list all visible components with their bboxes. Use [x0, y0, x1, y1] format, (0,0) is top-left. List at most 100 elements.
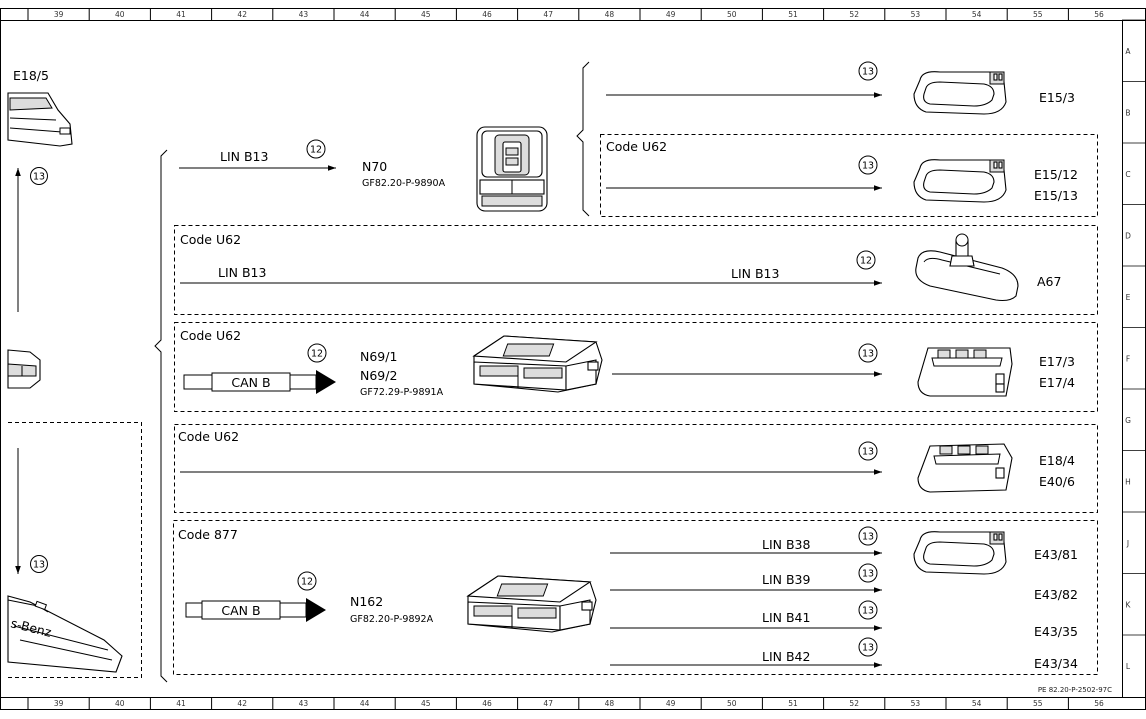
row-e15-3: 13 E15/3 — [606, 61, 1075, 115]
left-bottom-circle: 13 — [33, 560, 45, 571]
e15-3-label: E15/3 — [1039, 90, 1075, 105]
grid-col-label: 49 — [666, 10, 676, 19]
grid-col-label: 39 — [54, 699, 64, 708]
e17-4-label: E17/4 — [1039, 375, 1075, 390]
grid-col-label: 49 — [666, 699, 676, 708]
grid-col-label: 39 — [54, 10, 64, 19]
e43-82-label: E43/82 — [1034, 587, 1078, 602]
code-box-e15-12-code: Code U62 — [606, 139, 667, 154]
left-top-circle: 13 — [33, 172, 45, 183]
code-box-e15-12: Code U62 13 E15/12 E15/13 — [600, 134, 1098, 217]
box-n69: Code U62 CAN B 12 N69/1 N69/2 GF72.29-P-… — [174, 322, 1098, 412]
grid-col-label: 40 — [115, 699, 125, 708]
grid-row-label: H — [1125, 477, 1131, 486]
grid-row-label: L — [1126, 662, 1131, 671]
e15-12-circle: 13 — [862, 161, 874, 172]
grid-col-label: 48 — [605, 699, 615, 708]
footwell-lamp-icon — [913, 531, 1007, 575]
grid-col-label: 51 — [788, 699, 798, 708]
e15-3-circle: 13 — [862, 67, 874, 78]
n162-label: N162 — [350, 594, 383, 609]
e15-12-label: E15/12 — [1034, 167, 1078, 182]
e43-82-circle: 13 — [862, 569, 874, 580]
grid-col-label: 46 — [482, 10, 492, 19]
code-877: Code 877 — [178, 527, 238, 542]
grid-col-label: 45 — [421, 699, 431, 708]
upper-group-bracket — [576, 61, 590, 217]
e43-35-label: E43/35 — [1034, 624, 1078, 639]
door-lamp-icon — [917, 347, 1013, 397]
a67-label: A67 — [1037, 274, 1061, 289]
grid-col-label: 44 — [360, 699, 370, 708]
grid-col-label: 40 — [115, 10, 125, 19]
footer-reference: PE 82.20-P-2502-97C — [1038, 686, 1112, 694]
n70-circle: 12 — [310, 145, 322, 156]
grid-col-label: 46 — [482, 699, 492, 708]
e18-4-label: E18/4 — [1039, 453, 1075, 468]
grid-col-label: 52 — [849, 10, 859, 19]
e18-circle: 13 — [862, 447, 874, 458]
sill-plate-icon: s-Benz — [7, 595, 123, 673]
grid-col-label: 53 — [911, 699, 921, 708]
n69-1-label: N69/1 — [360, 349, 397, 364]
box-e18: Code U62 13 E18/4 E40/6 — [174, 424, 1098, 513]
grid-col-label: 47 — [543, 10, 553, 19]
grid-col-label: 42 — [237, 10, 247, 19]
can-b-connector-2: CAN B — [185, 598, 326, 622]
grid-col-label: 44 — [360, 10, 370, 19]
ambient-light-module-icon — [466, 575, 597, 633]
e43-34-circle: 13 — [862, 643, 874, 654]
e43-81-label: E43/81 — [1034, 547, 1078, 562]
grid-col-label: 51 — [788, 10, 798, 19]
e40-6-label: E40/6 — [1039, 474, 1075, 489]
grid-col-label: 54 — [972, 699, 982, 708]
e18-5-lamp-icon — [7, 92, 73, 147]
rearview-mirror-icon — [915, 233, 1019, 302]
n70-label: N70 — [362, 159, 387, 174]
left-module-icon — [7, 349, 41, 389]
e18-5-label: E18/5 — [13, 68, 49, 83]
e15-13-label: E15/13 — [1034, 188, 1078, 203]
grid-col-label: 42 — [237, 699, 247, 708]
grid-col-label: 43 — [299, 699, 309, 708]
grid-col-label: 55 — [1033, 10, 1043, 19]
overhead-control-panel-icon — [476, 126, 548, 212]
lin-b41-label: LIN B41 — [762, 610, 810, 625]
row-n70: LIN B13 12 N70 GF82.20-P-9890A — [179, 126, 548, 212]
can-b-connector-1: CAN B — [183, 370, 336, 394]
grid-row-label: K — [1126, 600, 1132, 609]
grid-row-label: F — [1126, 354, 1130, 363]
n69-can-label: CAN B — [231, 375, 270, 390]
grid-col-label: 48 — [605, 10, 615, 19]
e17-3-label: E17/3 — [1039, 354, 1075, 369]
n69-doc-ref: GF72.29-P-9891A — [360, 387, 444, 398]
e43-35-circle: 13 — [862, 606, 874, 617]
reading-lamp-icon-2 — [913, 159, 1007, 203]
lin-b42-label: LIN B42 — [762, 649, 810, 664]
a67-circle: 12 — [860, 256, 872, 267]
n162-circle-in: 12 — [301, 577, 313, 588]
grid-col-label: 56 — [1094, 699, 1104, 708]
grid-col-label: 50 — [727, 10, 737, 19]
grid-row-label: J — [1126, 539, 1129, 548]
door-control-module-icon — [472, 335, 603, 393]
box-a67: Code U62 LIN B13 LIN B13 12 A67 — [174, 225, 1098, 315]
left-partial-area: E18/5 13 13 s-Benz — [7, 68, 142, 678]
grid-row-label: D — [1125, 231, 1131, 240]
n162-can-label: CAN B — [221, 603, 260, 618]
lin-b39-label: LIN B39 — [762, 572, 811, 587]
a67-bus-right: LIN B13 — [731, 266, 779, 281]
e18-code: Code U62 — [178, 429, 239, 444]
grid-row-label: E — [1126, 293, 1131, 302]
grid-row-label: C — [1125, 170, 1130, 179]
e43-34-label: E43/34 — [1034, 656, 1078, 671]
n69-2-label: N69/2 — [360, 368, 397, 383]
n69-circle-out: 13 — [862, 349, 874, 360]
n69-code: Code U62 — [180, 328, 241, 343]
a67-code: Code U62 — [180, 232, 241, 247]
grid-col-label: 56 — [1094, 10, 1104, 19]
grid-col-label: 43 — [299, 10, 309, 19]
n69-circle-in: 12 — [311, 349, 323, 360]
